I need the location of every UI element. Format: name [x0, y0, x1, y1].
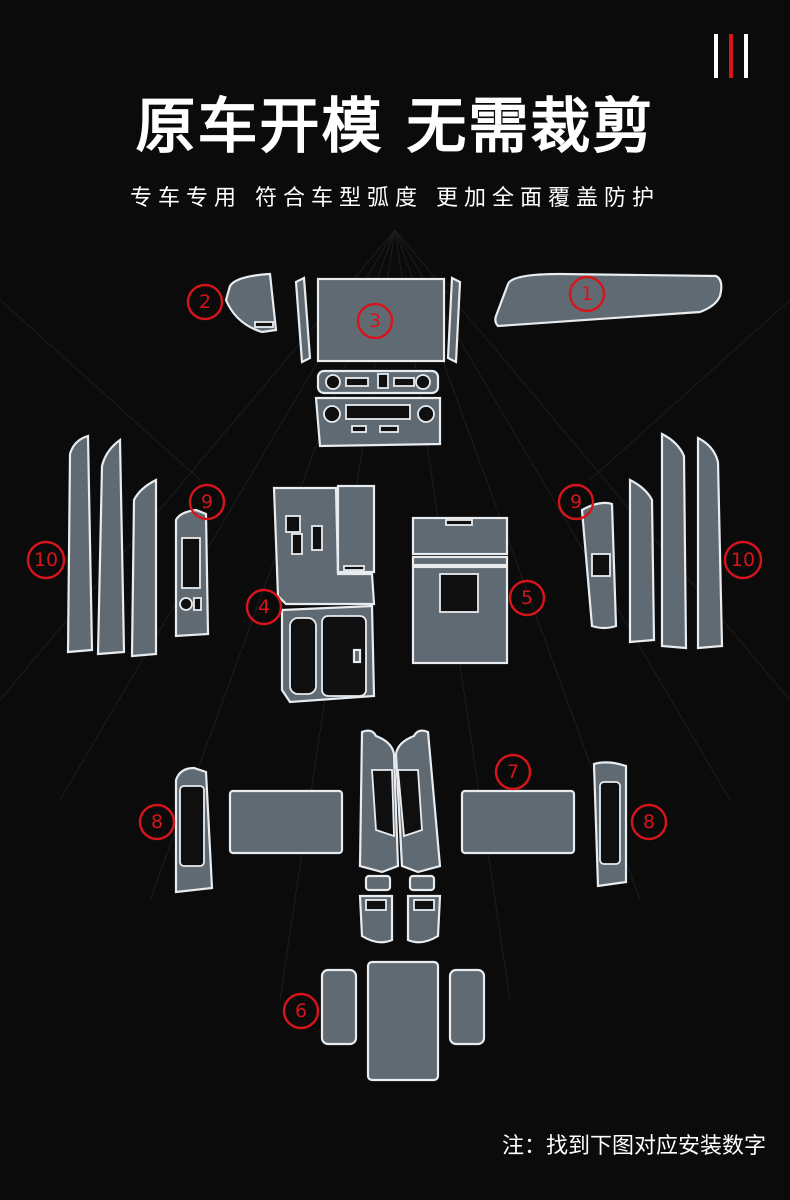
svg-text:8: 8: [643, 811, 655, 833]
cupholder-latch: [352, 648, 362, 664]
part-10-left-trim-c: [130, 478, 158, 658]
part-10-right-trim-c: [696, 436, 724, 650]
seat-switch-left-slot: [365, 899, 387, 911]
lid-slot: [445, 519, 473, 526]
vent-left: [325, 374, 341, 390]
console-pocket-3: [311, 525, 323, 551]
svg-text:10: 10: [731, 549, 755, 571]
svg-text:6: 6: [295, 1000, 307, 1022]
marker-4: 4: [245, 588, 283, 626]
part-10-left-trim-a: [66, 434, 94, 654]
vent-lower-right: [417, 405, 435, 423]
marker-9-right: 9: [557, 483, 595, 521]
console-slot: [343, 565, 365, 571]
part-7-right-panel: [460, 789, 576, 855]
seat-switch-left-top: [364, 874, 392, 892]
rear-pillar-left-cutout: [371, 769, 395, 838]
part-6-left-panel: [320, 968, 358, 1046]
logo-bar-middle: [729, 34, 733, 78]
part-3-right-strip: [446, 276, 462, 364]
logo-bar-left: [714, 34, 718, 78]
svg-text:2: 2: [199, 291, 211, 313]
part-7-left-panel: [228, 789, 344, 855]
vent-right: [415, 374, 431, 390]
panel-slot-3: [393, 377, 415, 387]
marker-8-left: 8: [138, 803, 176, 841]
console-pocket-2: [291, 533, 303, 555]
marker-1: 1: [568, 275, 606, 313]
marker-10-right: 10: [723, 540, 763, 580]
switch-cutout-left: [181, 537, 201, 589]
door-pull-right-cutout: [599, 781, 621, 865]
part-10-right-trim-b: [660, 432, 688, 650]
lid-cutout: [439, 573, 479, 613]
seat-switch-right-top: [408, 874, 436, 892]
part-1-dash-strip: [494, 272, 723, 328]
panel-slot-1: [345, 377, 369, 387]
part-3-left-strip: [294, 276, 312, 364]
part-10-left-trim-b: [96, 437, 126, 656]
svg-text:7: 7: [507, 761, 519, 783]
marker-5: 5: [508, 579, 546, 617]
part-10-right-trim-a: [628, 478, 656, 644]
page-title: 原车开模 无需裁剪: [135, 92, 655, 162]
panel-slot-5: [351, 425, 367, 433]
seat-switch-right-slot: [413, 899, 435, 911]
svg-text:4: 4: [258, 596, 270, 618]
console-pocket-1: [285, 515, 301, 533]
part-6-right-panel: [448, 968, 486, 1046]
svg-text:1: 1: [581, 283, 593, 305]
switch-cutout-right: [591, 553, 611, 577]
cupholder-right: [321, 615, 367, 697]
part-5-lid-strip: [411, 555, 509, 567]
page-subtitle: 专车专用 符合车型弧度 更加全面覆盖防护: [130, 186, 660, 211]
panel-slot-4: [345, 404, 411, 420]
part-5-lid-top: [411, 516, 509, 556]
svg-text:10: 10: [34, 549, 58, 571]
svg-text:3: 3: [369, 310, 381, 332]
rear-pillar-right-cutout: [397, 769, 423, 838]
vent-lower-left: [323, 405, 341, 423]
part-6-center-panel: [366, 960, 440, 1082]
installation-note: 注：找到下图对应安装数字: [501, 1134, 766, 1159]
switch-knob-left: [179, 597, 193, 611]
part-3-screen: [316, 277, 446, 363]
door-pull-left-cutout: [179, 785, 205, 867]
marker-8-right: 8: [630, 803, 668, 841]
marker-9-left: 9: [188, 483, 226, 521]
panel-slot-2: [377, 373, 389, 389]
logo-bar-right: [744, 34, 748, 78]
marker-6: 6: [282, 992, 320, 1030]
part-4-console-right-panel: [336, 484, 376, 574]
part-2-dash-corner: [224, 272, 278, 334]
marker-7: 7: [494, 753, 532, 791]
svg-text:8: 8: [151, 811, 163, 833]
marker-2: 2: [186, 283, 224, 321]
switch-button-left: [193, 597, 202, 611]
svg-text:9: 9: [570, 491, 582, 513]
marker-3: 3: [356, 302, 394, 340]
svg-text:9: 9: [201, 491, 213, 513]
svg-text:5: 5: [521, 587, 533, 609]
panel-slot-6: [379, 425, 399, 433]
part-2-slot: [254, 321, 274, 328]
marker-10-left: 10: [26, 540, 66, 580]
cupholder-left: [289, 617, 317, 695]
